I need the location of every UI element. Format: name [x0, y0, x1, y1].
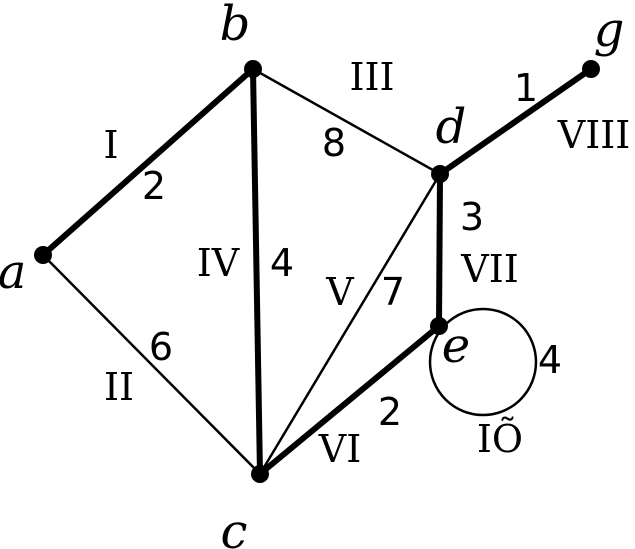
edge-label-VIII: VIII [557, 113, 630, 157]
edge-weight-I: 2 [142, 164, 166, 208]
edge-weight-V: 7 [381, 270, 405, 314]
vertex-label-d: d [436, 99, 467, 155]
edge-VI [257, 323, 442, 477]
edge-label-IV: IV [197, 241, 240, 285]
edge-IX [428, 307, 538, 417]
vertex-e [430, 317, 448, 335]
edge-weight-III: 8 [322, 121, 346, 165]
vertex-label-b: b [220, 0, 251, 52]
vertex-a [34, 246, 52, 264]
edges-layer [40, 66, 594, 477]
edge-weight-VIII: 1 [514, 66, 538, 110]
edge-weight-VII: 3 [460, 195, 484, 239]
edge-weight-II: 6 [149, 325, 173, 369]
edge-VIII [437, 66, 594, 177]
edge-label-VII: VII [460, 247, 518, 291]
edge-weight-VI: 2 [378, 390, 402, 434]
edge-III [251, 67, 442, 176]
edge-weight-IX: 4 [538, 338, 562, 382]
vertex-label-e: e [442, 318, 470, 374]
vertex-d [431, 165, 449, 183]
edge-VII [436, 171, 443, 329]
nodes-layer [34, 60, 600, 483]
edge-IV [250, 66, 263, 477]
edge-V [258, 172, 442, 476]
edge-I [40, 66, 256, 258]
vertex-label-g: g [594, 2, 625, 58]
edge-label-IX: IÕ [477, 417, 523, 461]
edge-label-VI: VI [318, 427, 361, 471]
edge-label-III: III [349, 55, 394, 99]
edge-weight-IV: 4 [270, 241, 294, 285]
vertex-c [251, 465, 269, 483]
edge-II [41, 253, 262, 476]
vertex-label-a: a [0, 244, 26, 300]
edge-label-II: II [104, 365, 134, 409]
edge-label-I: I [103, 123, 118, 167]
vertex-g [582, 60, 600, 78]
vertex-label-c: c [221, 504, 248, 549]
edge-label-V: V [325, 270, 354, 314]
vertex-b [244, 60, 262, 78]
